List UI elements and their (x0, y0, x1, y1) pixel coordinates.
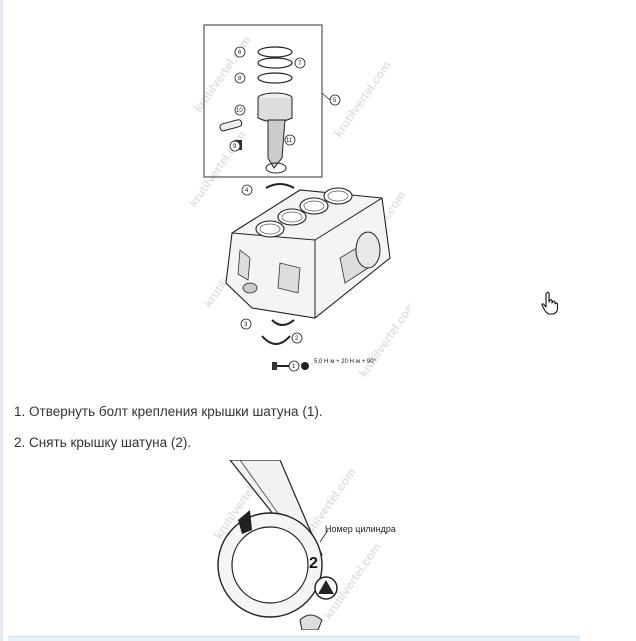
svg-text:11: 11 (286, 138, 293, 144)
svg-text:krutilvertel.com: krutilvertel.com (191, 33, 254, 114)
cylinder-number-digit: 2 (309, 555, 318, 572)
callout-2: 2 (291, 332, 303, 344)
site-logo-icon (314, 576, 338, 600)
svg-text:7: 7 (298, 61, 302, 67)
callout-3: 3 (240, 318, 252, 330)
svg-text:krutilvertel.com: krutilvertel.com (331, 58, 394, 139)
svg-text:5: 5 (333, 98, 337, 104)
svg-text:6: 6 (238, 50, 242, 56)
connecting-rod-diagram: krutilvertel.com krutilvertel.com krutil… (210, 460, 410, 630)
callout-9: 9 (229, 140, 241, 152)
svg-text:4: 4 (245, 188, 249, 194)
next-section-strip (8, 636, 580, 641)
piston-assembly-frame (203, 24, 323, 178)
svg-text:10: 10 (236, 108, 243, 114)
callout-4: 4 (241, 184, 253, 196)
torque-note: 5,0 Н·м + 20 Н·м + 90° (314, 359, 377, 365)
content-left-rule (0, 0, 3, 641)
callout-5: 5 (329, 94, 341, 106)
engine-block-diagram: krutilvertel.com krutilvertel.com krutil… (190, 18, 410, 380)
cylinder-number-label: Номер цилиндра (325, 524, 396, 534)
step-2-text: 2. Снять крышку шатуна (2). (14, 435, 192, 450)
svg-text:3: 3 (244, 322, 248, 328)
step-1-text: 1. Отвернуть болт крепления крышки шатун… (14, 404, 323, 419)
svg-text:krutilvertel.com: krutilvertel.com (356, 298, 410, 379)
callout-1: 1 (288, 360, 300, 372)
callout-7: 7 (294, 57, 306, 69)
callout-8: 8 (234, 72, 246, 84)
svg-text:1: 1 (292, 364, 296, 370)
svg-text:2: 2 (295, 336, 299, 342)
callout-6: 6 (234, 46, 246, 58)
svg-text:9: 9 (233, 144, 237, 150)
callout-11: 11 (284, 134, 296, 146)
callout-10: 10 (234, 104, 246, 116)
cylinder-block (225, 187, 391, 319)
hand-pointer-icon (540, 291, 560, 315)
svg-text:8: 8 (238, 76, 242, 82)
